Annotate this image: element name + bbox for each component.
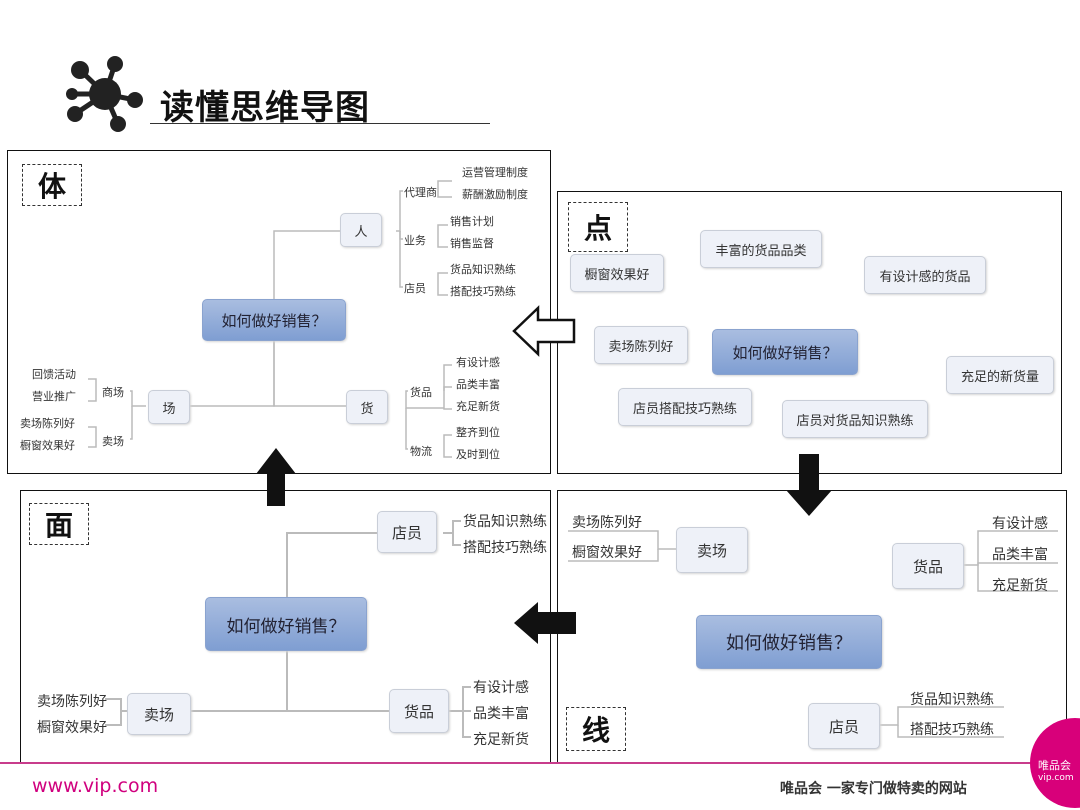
leaf-item: 有设计感 bbox=[456, 356, 500, 369]
center-node: 如何做好销售？ bbox=[712, 329, 858, 375]
center-node: 如何做好销售？ bbox=[205, 597, 367, 651]
leaf-item: 薪酬激励制度 bbox=[462, 188, 528, 201]
leaf-item: 回馈活动 bbox=[32, 368, 76, 381]
leaf-item: 有设计感 bbox=[992, 516, 1048, 532]
leaf-item: 搭配技巧熟练 bbox=[463, 540, 547, 556]
label-goods-branch: 货品 bbox=[410, 386, 432, 399]
footer-url[interactable]: www.vip.com bbox=[32, 775, 159, 797]
center-node: 如何做好销售？ bbox=[202, 299, 346, 341]
title-underline bbox=[150, 123, 490, 124]
leaf-item: 销售监督 bbox=[450, 237, 494, 250]
leaf-item: 搭配技巧熟练 bbox=[910, 722, 994, 738]
tag-line: 线 bbox=[566, 707, 626, 751]
tag-body: 体 bbox=[22, 164, 82, 206]
center-node: 如何做好销售？ bbox=[696, 615, 882, 669]
label-clerk: 店员 bbox=[404, 282, 426, 295]
leaf-item: 货品知识熟练 bbox=[910, 692, 994, 708]
line-node-clerk: 店员 bbox=[808, 703, 880, 749]
point-node: 有设计感的货品 bbox=[864, 256, 986, 294]
point-node: 橱窗效果好 bbox=[570, 254, 664, 292]
panel-face: 面 如何做好销售？ 店员 货品 卖场 货品知识熟练 搭配技巧熟练 有设计感 品类… bbox=[20, 490, 551, 764]
point-node: 充足的新货量 bbox=[946, 356, 1054, 394]
label-mall: 商场 bbox=[102, 386, 124, 399]
face-node-goods: 货品 bbox=[389, 689, 449, 733]
leaf-item: 橱窗效果好 bbox=[572, 545, 642, 561]
label-agent: 代理商 bbox=[404, 186, 437, 199]
leaf-item: 卖场陈列好 bbox=[37, 694, 107, 710]
line-node-goods: 货品 bbox=[892, 543, 964, 589]
arrow-left-outline-icon bbox=[512, 305, 576, 357]
leaf-item: 整齐到位 bbox=[456, 426, 500, 439]
face-node-clerk: 店员 bbox=[377, 511, 437, 553]
leaf-item: 充足新货 bbox=[992, 578, 1048, 594]
leaf-item: 品类丰富 bbox=[992, 547, 1048, 563]
page-title: 读懂思维导图 bbox=[160, 88, 370, 128]
footer-slogan: 唯品会 一家专门做特卖的网站 bbox=[780, 781, 967, 797]
leaf-item: 货品知识熟练 bbox=[450, 263, 516, 276]
face-node-venue: 卖场 bbox=[127, 693, 191, 735]
point-node: 店员搭配技巧熟练 bbox=[618, 388, 752, 426]
point-node: 卖场陈列好 bbox=[594, 326, 688, 364]
leaf-item: 橱窗效果好 bbox=[37, 720, 107, 736]
arrow-left-icon bbox=[514, 602, 576, 644]
footer-divider bbox=[0, 762, 1080, 764]
node-goods: 货 bbox=[346, 390, 388, 424]
leaf-item: 运营管理制度 bbox=[462, 166, 528, 179]
leaf-item: 卖场陈列好 bbox=[20, 417, 75, 430]
panel-body: 体 如何做好销售？ 人 场 货 代理商 业务 店员 货品 物流 商场 卖场 运营… bbox=[7, 150, 551, 474]
leaf-item: 货品知识熟练 bbox=[463, 514, 547, 530]
point-node: 店员对货品知识熟练 bbox=[782, 400, 928, 438]
leaf-item: 搭配技巧熟练 bbox=[450, 285, 516, 298]
node-people: 人 bbox=[340, 213, 382, 247]
leaf-item: 卖场陈列好 bbox=[572, 515, 642, 531]
arrow-up-icon bbox=[256, 448, 296, 506]
leaf-item: 充足新货 bbox=[473, 732, 529, 748]
point-node: 丰富的货品品类 bbox=[700, 230, 822, 268]
panel-point: 点 丰富的货品品类 橱窗效果好 有设计感的货品 卖场陈列好 如何做好销售？ 充足… bbox=[557, 191, 1062, 474]
brand-logo-text: 唯品会 vip.com bbox=[1038, 759, 1074, 784]
tag-point: 点 bbox=[568, 202, 628, 252]
leaf-item: 品类丰富 bbox=[473, 706, 529, 722]
leaf-item: 有设计感 bbox=[473, 680, 529, 696]
leaf-item: 橱窗效果好 bbox=[20, 439, 75, 452]
leaf-item: 销售计划 bbox=[450, 215, 494, 228]
line-node-venue: 卖场 bbox=[676, 527, 748, 573]
node-place: 场 bbox=[148, 390, 190, 424]
label-business: 业务 bbox=[404, 234, 426, 247]
leaf-item: 及时到位 bbox=[456, 448, 500, 461]
leaf-item: 品类丰富 bbox=[456, 378, 500, 391]
label-logistics: 物流 bbox=[410, 445, 432, 458]
tag-face: 面 bbox=[29, 503, 89, 545]
label-venue: 卖场 bbox=[102, 435, 124, 448]
panel-line: 线 如何做好销售？ 卖场 货品 店员 卖场陈列好 橱窗效果好 有设计感 品类丰富… bbox=[557, 490, 1067, 764]
mind-map-icon bbox=[66, 56, 143, 132]
leaf-item: 营业推广 bbox=[32, 390, 76, 403]
leaf-item: 充足新货 bbox=[456, 400, 500, 413]
arrow-down-icon bbox=[786, 454, 832, 516]
